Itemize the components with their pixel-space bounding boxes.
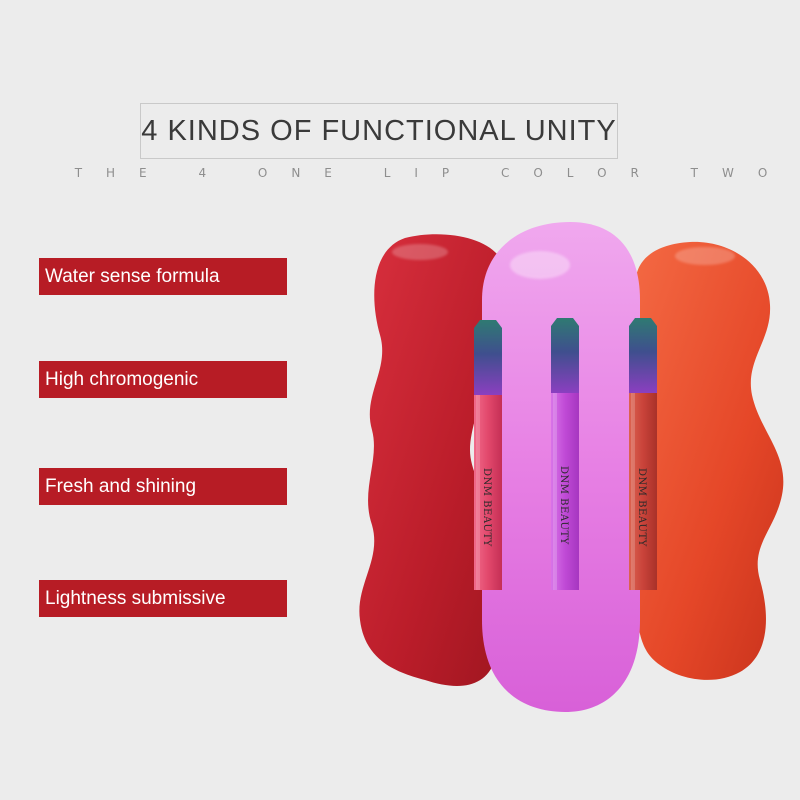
feature-bar-fresh-shining: Fresh and shining [39,468,287,505]
brand-label: DNM BEAUTY [481,468,492,547]
feature-bar-chromogenic: High chromogenic [39,361,287,398]
title-frame: 4 KINDS OF FUNCTIONAL UNITY [140,103,618,159]
feature-label: Fresh and shining [45,475,197,497]
feature-bar-water-sense: Water sense formula [39,258,287,295]
feature-label: Water sense formula [45,265,220,287]
brand-label: DNM BEAUTY [558,466,569,545]
feature-bar-lightness: Lightness submissive [39,580,287,617]
red-swatch [359,234,506,686]
feature-label: High chromogenic [45,368,199,390]
lip-gloss-tube: DNM BEAUTY [551,318,579,590]
lip-gloss-tube: DNM BEAUTY [629,318,657,590]
coral-swatch [629,241,784,680]
brand-label: DNM BEAUTY [636,468,647,547]
page-subtitle: THE 4 ONE LIP COLOR TWO [74,166,792,180]
page-title: 4 KINDS OF FUNCTIONAL UNITY [141,114,617,147]
feature-label: Lightness submissive [45,587,226,609]
lip-gloss-tube: DNM BEAUTY [474,320,502,590]
swatch-highlight [510,251,570,279]
swatch-highlight [675,247,735,265]
swatch-highlight [392,244,448,260]
